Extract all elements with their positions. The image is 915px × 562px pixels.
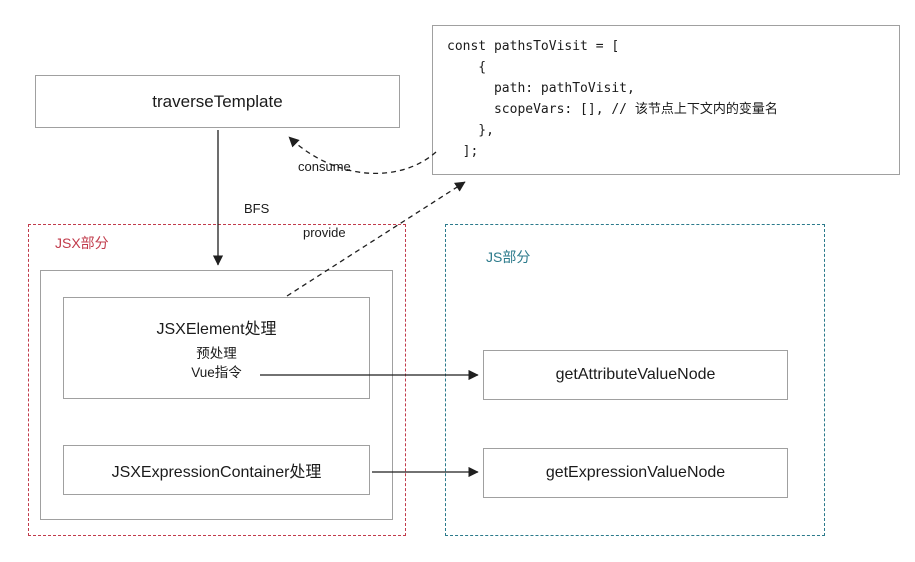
- traverse-template-node: traverseTemplate: [35, 75, 400, 128]
- code-line-3: path: pathToVisit,: [447, 81, 635, 96]
- code-line-5: },: [447, 123, 494, 138]
- jsx-expression-container-node: JSXExpressionContainer处理: [63, 445, 370, 495]
- consume-edge-label: consume: [298, 159, 351, 174]
- code-snippet-box: const pathsToVisit = [ { path: pathToVis…: [432, 25, 900, 175]
- get-attribute-value-node: getAttributeValueNode: [483, 350, 788, 400]
- bfs-edge-label: BFS: [244, 201, 270, 216]
- jsx-expression-container-label: JSXExpressionContainer处理: [111, 464, 322, 481]
- provide-edge-label: provide: [303, 225, 346, 240]
- jsx-inner-container: [40, 270, 393, 520]
- jsx-element-title: JSXElement处理: [156, 320, 277, 338]
- code-line-6: ];: [447, 144, 479, 159]
- jsx-group: JSX部分: [28, 224, 406, 536]
- js-group-label: JS部分: [486, 249, 531, 265]
- jsx-element-vue-directive-label: Vue指令: [191, 364, 242, 380]
- get-attribute-value-label: getAttributeValueNode: [555, 366, 716, 383]
- jsx-element-node: JSXElement处理 预处理 Vue指令: [63, 297, 370, 399]
- code-line-4: scopeVars: [], // 该节点上下文内的变量名: [447, 102, 778, 117]
- traverse-template-label: traverseTemplate: [152, 91, 283, 111]
- get-expression-value-label: getExpressionValueNode: [545, 464, 726, 481]
- js-group: JS部分: [445, 224, 825, 536]
- code-line-1: const pathsToVisit = [: [447, 39, 620, 54]
- code-line-2: {: [447, 60, 487, 75]
- get-expression-value-node: getExpressionValueNode: [483, 448, 788, 498]
- jsx-element-preprocess-label: 预处理: [196, 345, 237, 361]
- jsx-group-label: JSX部分: [55, 235, 109, 251]
